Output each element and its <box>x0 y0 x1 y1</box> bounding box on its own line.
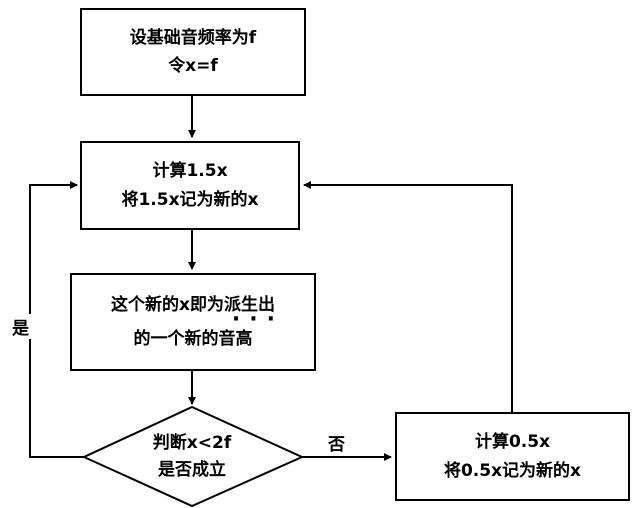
node-new-pitch-line2: 的一个新的音高 <box>133 329 253 349</box>
node-calc-1-5x: 计算1.5x 将1.5x记为新的x <box>80 141 300 230</box>
node-new-pitch-line1: 这个新的x即为派生出 <box>111 294 275 315</box>
node-start: 设基础音频率为f 令x=f <box>80 8 306 96</box>
emphasis-dots: ··· <box>231 307 284 332</box>
node-calc-0-5x: 计算0.5x 将0.5x记为新的x <box>395 412 630 501</box>
node-start-line1: 设基础音频率为f <box>129 27 257 48</box>
node-new-pitch: 这个新的x即为派生出 ··· 的一个新的音高 <box>70 273 316 371</box>
node-decision: 判断x<2f 是否成立 <box>104 424 280 490</box>
node-calc-0-5x-line2: 将0.5x记为新的x <box>443 460 582 481</box>
node-start-line2: 令x=f <box>168 56 218 76</box>
node-decision-line2: 是否成立 <box>158 460 226 480</box>
edge-label-yes: 是 <box>10 314 31 339</box>
node-calc-0-5x-line1: 计算0.5x <box>474 432 551 453</box>
node-decision-line1: 判断x<2f <box>152 432 232 453</box>
edge-label-no: 否 <box>326 430 347 455</box>
arrow-calc05-feedback-to-calc15 <box>303 181 513 412</box>
node-calc-1-5x-line2: 将1.5x记为新的x <box>121 189 259 210</box>
node-calc-1-5x-line1: 计算1.5x <box>152 161 228 182</box>
